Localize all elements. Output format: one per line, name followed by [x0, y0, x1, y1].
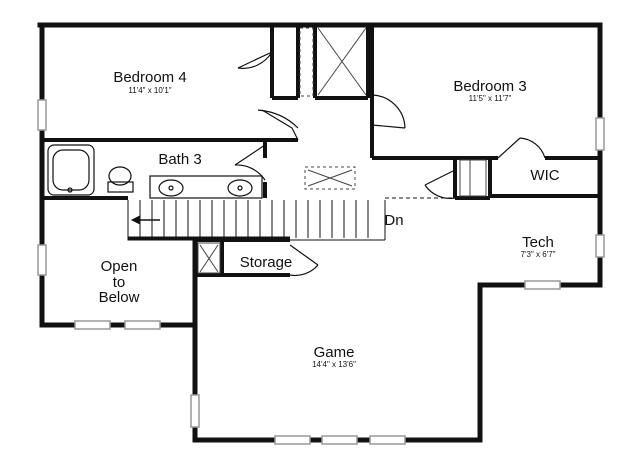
open-line1: Open: [101, 258, 138, 275]
interior-walls: [42, 25, 600, 277]
bath3-name: Bath 3: [158, 151, 201, 168]
bedroom3-name: Bedroom 3: [453, 78, 526, 95]
stairs: [127, 197, 455, 241]
stairs-down-label: Dn: [384, 212, 403, 229]
storage-name: Storage: [240, 254, 293, 271]
bedroom4-name: Bedroom 4: [113, 69, 186, 86]
labels: Bedroom 4 11'4" x 10'1" Bedroom 3 11'5" …: [99, 69, 560, 369]
windows: [37, 99, 605, 445]
tech-dims: 7'3" x 6'7": [521, 250, 556, 259]
closet-marks: [197, 27, 487, 274]
doors: [234, 51, 546, 277]
open-line2: to: [113, 274, 126, 291]
open-line3: Below: [99, 289, 140, 306]
bedroom3-dims: 11'5" x 11'7": [469, 94, 512, 103]
bath-fixtures: [47, 144, 263, 199]
tech-name: Tech: [522, 234, 554, 251]
bedroom4-dims: 11'4" x 10'1": [128, 86, 171, 95]
game-name: Game: [314, 344, 355, 361]
game-dims: 14'4" x 13'6": [312, 360, 356, 369]
wic-name: WIC: [530, 167, 559, 184]
